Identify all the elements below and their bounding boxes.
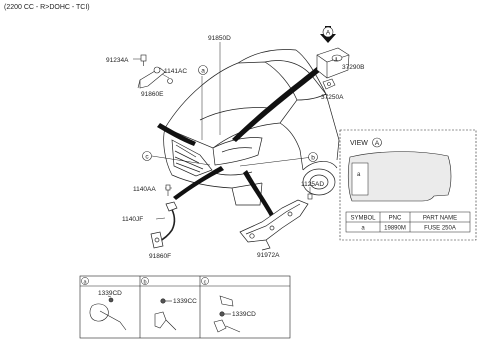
part-terminal-37250a bbox=[322, 78, 336, 90]
marker-A: A bbox=[326, 30, 331, 37]
callout-91972a: 91972A bbox=[257, 252, 280, 259]
part-bracket-91972a bbox=[239, 199, 309, 251]
vehicle-illustration bbox=[163, 49, 340, 206]
view-panel: VIEW A a SYMBOL PNC PART NAME a 19890M F… bbox=[339, 129, 477, 241]
detail-drawing-c bbox=[213, 295, 241, 333]
callout-91860f: 91860F bbox=[149, 253, 171, 260]
callout-91234a: 91234A bbox=[106, 57, 129, 64]
detail-drawing-b bbox=[154, 298, 177, 331]
detail-marker-b: b bbox=[143, 279, 146, 285]
detail-marker-circle-a bbox=[81, 277, 89, 285]
callout-1125ad: 1125AD bbox=[301, 181, 324, 188]
view-fuse-box bbox=[351, 162, 369, 196]
marker-circle-c bbox=[142, 151, 152, 161]
marker-b: b bbox=[311, 155, 315, 162]
marker-a: a bbox=[201, 68, 205, 75]
callout-37250a: 37250A bbox=[321, 94, 344, 101]
detail-part-c: 1339CD bbox=[232, 311, 256, 318]
detail-marker-a: a bbox=[83, 279, 87, 285]
marker-c: c bbox=[145, 154, 149, 161]
detail-part-a: 1339CD bbox=[98, 290, 122, 297]
detail-marker-circle-c bbox=[201, 277, 209, 285]
svg-text:⊥: ⊥ bbox=[334, 57, 338, 63]
table-cell-part-name: FUSE 250A bbox=[424, 226, 456, 232]
marker-circle-b bbox=[308, 152, 318, 162]
part-harness-91860e bbox=[137, 66, 173, 89]
view-marker: A bbox=[375, 140, 380, 147]
table-cell-symbol: a bbox=[361, 226, 365, 232]
leader-lines bbox=[133, 42, 338, 220]
callout-1140aa: 1140AA bbox=[133, 186, 156, 193]
marker-circle-A bbox=[322, 26, 334, 38]
callout-37290b: 37290B bbox=[342, 64, 364, 71]
page-title: (2200 CC - R>DOHC - TCI) bbox=[4, 4, 90, 11]
table-header-pnc: PNC bbox=[389, 216, 402, 222]
marker-circle-a bbox=[198, 65, 208, 75]
part-battery-cover-37290b: ⊥ bbox=[316, 47, 350, 79]
callout-91850d: 91850D bbox=[208, 35, 231, 42]
part-bolt-1125ad bbox=[307, 193, 313, 200]
view-label: VIEW bbox=[350, 140, 368, 147]
part-bolt-1140aa bbox=[165, 184, 171, 196]
routing-swooshes bbox=[157, 66, 322, 220]
table-header-part-name: PART NAME bbox=[423, 216, 457, 222]
view-battery-top bbox=[347, 151, 452, 202]
detail-part-b: 1339CC bbox=[173, 298, 197, 305]
table-header-symbol: SYMBOL bbox=[350, 216, 376, 222]
parts-table bbox=[345, 211, 471, 233]
callout-1140jf: 1140JF bbox=[122, 216, 143, 223]
view-inner-marker: a bbox=[357, 172, 361, 178]
detail-boxes bbox=[79, 275, 291, 339]
detail-drawing-a bbox=[89, 295, 127, 331]
callout-1141ac: 1141AC bbox=[164, 68, 187, 75]
table-cell-pnc: 19890M bbox=[384, 226, 406, 232]
part-ground-cable-91860f bbox=[150, 201, 178, 249]
callout-91860e: 91860E bbox=[141, 91, 164, 98]
detail-marker-circle-b bbox=[141, 277, 149, 285]
detail-marker-c: c bbox=[204, 279, 207, 285]
part-clip-91234a bbox=[140, 54, 147, 66]
